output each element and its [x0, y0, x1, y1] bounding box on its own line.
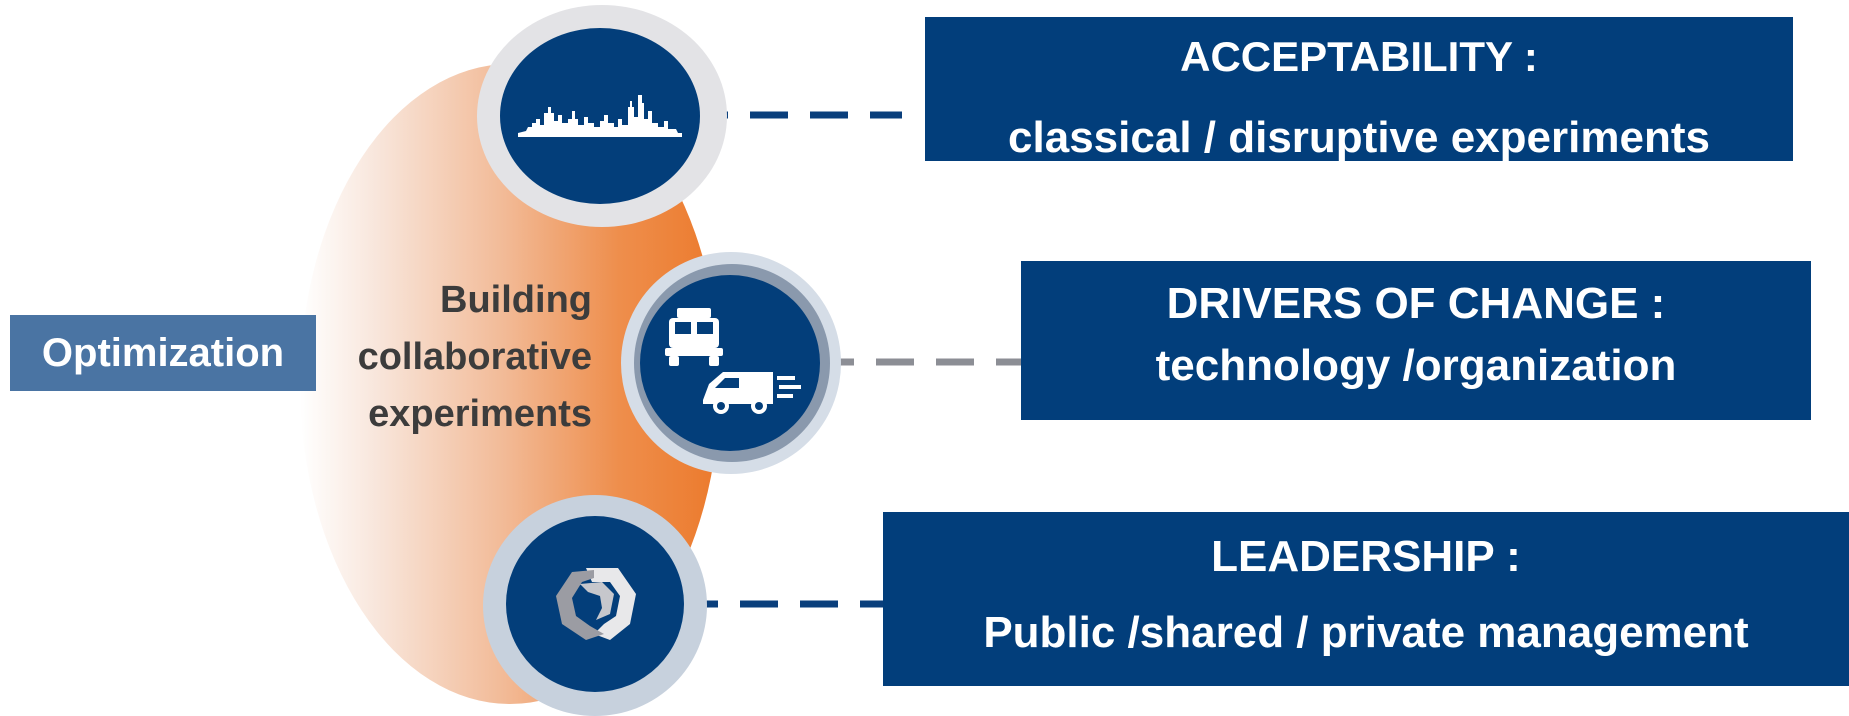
optimization-text: Optimization: [41, 330, 285, 375]
center-label: Building collaborative experiments: [310, 272, 592, 443]
acceptability-box: ACCEPTABILITY : classical / disruptive e…: [925, 17, 1793, 162]
city-skyline-icon: [518, 95, 682, 137]
truck-and-van-icon: [665, 308, 801, 414]
center-label-line-3: experiments: [368, 393, 592, 435]
drivers-of-change-box: DRIVERS OF CHANGE : technology /organiza…: [1021, 261, 1811, 420]
leadership-icon-circle: [506, 516, 684, 692]
acceptability-subtitle: classical / disruptive experiments: [1008, 113, 1710, 162]
chain-link-icon: [556, 568, 636, 640]
drivers-icon-circle: [640, 275, 820, 451]
connector-line-leadership: [680, 600, 886, 608]
leadership-subtitle: Public /shared / private management: [983, 608, 1749, 657]
drivers-of-change-title: DRIVERS OF CHANGE :: [1166, 279, 1666, 328]
optimization-label: Optimization: [10, 315, 316, 391]
leadership-title: LEADERSHIP :: [1211, 532, 1521, 581]
connector-line-drivers: [816, 358, 1022, 366]
drivers-of-change-subtitle: technology /organization: [1155, 341, 1677, 390]
acceptability-icon-circle: [500, 28, 700, 204]
center-label-line-1: Building: [440, 279, 592, 321]
leadership-box: LEADERSHIP : Public /shared / private ma…: [883, 512, 1849, 686]
acceptability-title: ACCEPTABILITY :: [1180, 33, 1538, 80]
center-label-line-2: collaborative: [357, 336, 592, 378]
